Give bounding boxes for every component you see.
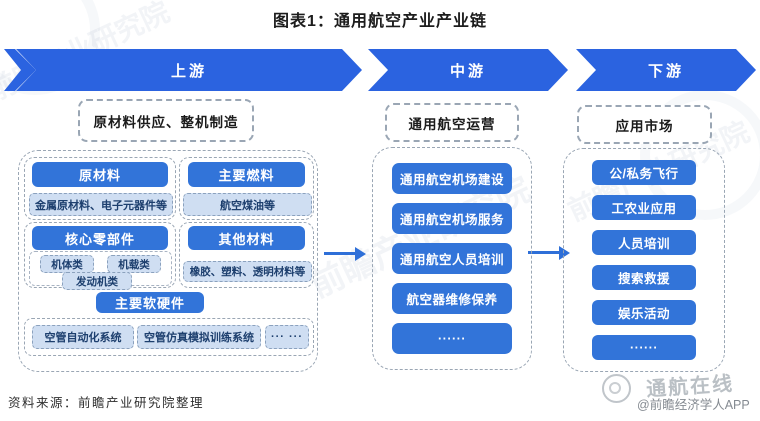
upstream-section-header: 原材料供应、整机制造 <box>78 99 254 142</box>
banner-upstream: 上游 <box>16 49 362 91</box>
group-item: 航空煤油等 <box>183 193 312 216</box>
downstream-container: 公/私务飞行 工农业应用 人员培训 搜索救援 娱乐活动 ······ <box>563 148 725 372</box>
downstream-item: 人员培训 <box>592 230 696 255</box>
watermark-logo-icon <box>602 374 631 403</box>
midstream-item: 通用航空人员培训 <box>392 243 512 274</box>
midstream-item: 通用航空机场服务 <box>392 203 512 234</box>
group-core-components: 核心零部件 机体类 机载类 发动机类 <box>24 222 176 290</box>
midstream-container: 通用航空机场建设 通用航空机场服务 通用航空人员培训 航空器维修保养 ·····… <box>372 147 532 370</box>
core-components-item-area: 机体类 机载类 发动机类 <box>29 251 172 290</box>
chart-title: 图表1：通用航空产业产业链 <box>273 13 487 30</box>
upstream-container: 原材料 金属原材料、电子元器件等 主要燃料 航空煤油等 核心零部件 机体类 机载… <box>18 150 318 372</box>
group-title: 主要燃料 <box>188 162 305 187</box>
group-item: 空管自动化系统 <box>32 325 134 349</box>
downstream-section-header: 应用市场 <box>577 105 712 144</box>
downstream-header-label: 应用市场 <box>615 118 674 134</box>
source-note: 资料来源：前瞻产业研究院整理 <box>8 396 205 410</box>
downstream-item: 工农业应用 <box>592 195 696 220</box>
group-item: 机载类 <box>107 255 161 273</box>
flow-arrow-icon <box>324 246 366 261</box>
banner-downstream: 下游 <box>576 49 756 91</box>
group-title-software-hardware: 主要软硬件 <box>96 292 204 313</box>
banner-midstream: 中游 <box>368 49 568 91</box>
group-item: 空管仿真模拟训练系统 <box>137 325 261 349</box>
group-item: 金属原材料、电子元器件等 <box>29 193 173 216</box>
group-item: 发动机类 <box>62 272 132 290</box>
downstream-item: 娱乐活动 <box>592 300 696 325</box>
group-item: 橡胶、塑料、透明材料等 <box>183 261 312 282</box>
upstream-header-label: 原材料供应、整机制造 <box>93 114 239 130</box>
downstream-item: 公/私务飞行 <box>592 160 696 185</box>
banner-upstream-label: 上游 <box>170 62 207 80</box>
group-other-materials: 其他材料 橡胶、塑料、透明材料等 <box>179 222 314 288</box>
midstream-section-header: 通用航空运营 <box>385 103 519 142</box>
downstream-item-ellipsis: ······ <box>592 335 696 360</box>
banner-downstream-label: 下游 <box>647 62 684 80</box>
watermark-app-credit: @前瞻经济学人APP <box>637 398 750 412</box>
downstream-item: 搜索救援 <box>592 265 696 290</box>
midstream-item-ellipsis: ······ <box>392 323 512 354</box>
midstream-item: 通用航空机场建设 <box>392 163 512 194</box>
group-title: 原材料 <box>32 162 168 187</box>
flow-arrow-icon <box>528 245 570 260</box>
group-main-fuel: 主要燃料 航空煤油等 <box>179 157 314 220</box>
group-raw-materials: 原材料 金属原材料、电子元器件等 <box>24 157 176 220</box>
group-item: 机体类 <box>40 255 94 273</box>
banner-midstream-label: 中游 <box>449 62 486 80</box>
group-item-ellipsis: ··· ··· <box>265 325 309 349</box>
software-hardware-item-area: 空管自动化系统 空管仿真模拟训练系统 ··· ··· <box>24 318 314 356</box>
group-title: 其他材料 <box>188 226 305 250</box>
midstream-item: 航空器维修保养 <box>392 283 512 314</box>
midstream-header-label: 通用航空运营 <box>408 116 496 132</box>
group-title: 核心零部件 <box>32 226 168 250</box>
